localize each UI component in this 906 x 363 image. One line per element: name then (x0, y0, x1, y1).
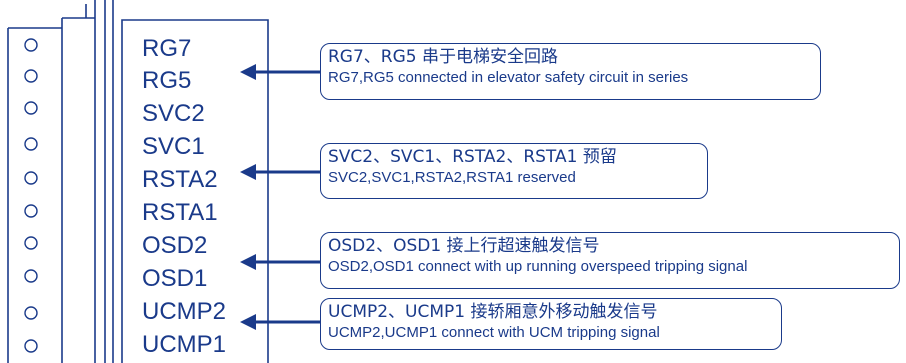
terminal-block (121, 19, 269, 363)
callout-ucmp: UCMP2、UCMP1 接轿厢意外移动触发信号 UCMP2,UCMP1 conn… (320, 298, 782, 350)
terminal-hole (24, 306, 38, 320)
pin-label-rg7: RG7 (142, 35, 192, 62)
callout-svc-zh: SVC2、SVC1、RSTA2、RSTA1 预留 (328, 147, 617, 167)
callout-rg: RG7、RG5 串于电梯安全回路 RG7,RG5 connected in el… (320, 43, 821, 100)
pin-label-rsta1: RSTA1 (142, 199, 218, 226)
callout-osd-en: OSD2,OSD1 connect with up running oversp… (328, 258, 748, 275)
arrow-osd (240, 254, 320, 270)
terminal-hole (24, 38, 38, 52)
pin-label-svc2: SVC2 (142, 100, 205, 127)
callout-ucmp-zh: UCMP2、UCMP1 接轿厢意外移动触发信号 (328, 302, 658, 322)
callout-svc: SVC2、SVC1、RSTA2、RSTA1 预留 SVC2,SVC1,RSTA2… (320, 143, 708, 199)
arrow-rg (240, 64, 320, 80)
pin-label-rsta2: RSTA2 (142, 166, 218, 193)
arrow-ucmp (240, 314, 320, 330)
terminal-holes (24, 38, 38, 353)
pin-label-ucmp2: UCMP2 (142, 298, 227, 325)
pin-label-osd2: OSD2 (142, 232, 208, 259)
pin-label-rg5: RG5 (142, 67, 192, 94)
callout-rg-zh: RG7、RG5 串于电梯安全回路 (328, 47, 559, 67)
terminal-hole (24, 204, 38, 218)
callout-osd-zh: OSD2、OSD1 接上行超速触发信号 (328, 236, 600, 256)
arrow-svc (240, 164, 320, 180)
callout-osd: OSD2、OSD1 接上行超速触发信号 OSD2,OSD1 connect wi… (320, 232, 900, 289)
arrows (240, 64, 320, 330)
terminal-hole (24, 69, 38, 83)
pin-label-ucmp1: UCMP1 (142, 331, 227, 358)
terminal-hole (24, 137, 38, 151)
callout-ucmp-en: UCMP2,UCMP1 connect with UCM tripping si… (328, 324, 660, 341)
pin-label-svc1: SVC1 (142, 133, 205, 160)
connector-strip (7, 0, 114, 363)
callout-rg-en: RG7,RG5 connected in elevator safety cir… (328, 69, 689, 86)
terminal-hole (24, 339, 38, 353)
terminal-hole (24, 101, 38, 115)
terminal-hole (24, 171, 38, 185)
callout-svc-en: SVC2,SVC1,RSTA2,RSTA1 reserved (328, 169, 576, 186)
pin-label-osd1: OSD1 (142, 265, 208, 292)
terminal-hole (24, 269, 38, 283)
terminal-hole (24, 236, 38, 250)
